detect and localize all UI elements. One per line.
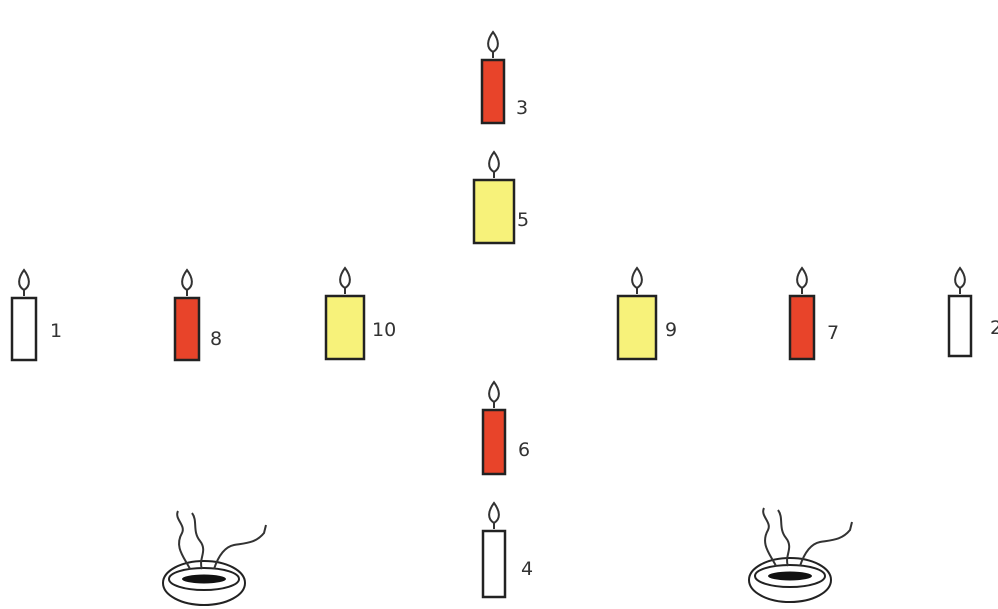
candle-label: 10 (372, 319, 396, 341)
candle-10: 10 (324, 266, 396, 361)
flame-icon (796, 266, 808, 290)
candle-2: 2 (947, 266, 998, 358)
candle-body (788, 294, 816, 361)
bowl-outline (748, 557, 832, 603)
smoke-wisp (762, 507, 777, 567)
candle-label: 7 (827, 322, 839, 344)
candle-label: 9 (665, 319, 677, 341)
incense-bowl-icon (748, 507, 853, 603)
candle-body (947, 294, 973, 358)
candle-label: 1 (50, 320, 62, 342)
flame-icon (488, 501, 500, 525)
flame-icon (18, 268, 30, 292)
smoke-wisp (213, 524, 267, 570)
candle-body (616, 294, 658, 361)
flame-icon (488, 380, 500, 404)
flame-icon (181, 268, 193, 292)
flame-icon (488, 150, 500, 174)
smoke-wisp (777, 509, 791, 567)
candle-label: 4 (521, 558, 533, 580)
candle-body (481, 408, 507, 476)
candle-body (472, 178, 516, 245)
incense-bowl-icon (162, 510, 267, 606)
candles-group: 1 2 3 4 5 6 7 8 9 10 (10, 30, 998, 599)
candle-9: 9 (616, 266, 677, 361)
flame-icon (487, 30, 499, 54)
candle-label: 2 (990, 317, 998, 339)
candle-label: 6 (518, 439, 530, 461)
candle-7: 7 (788, 266, 839, 361)
candle-1: 1 (10, 268, 62, 362)
candle-body (173, 296, 201, 362)
candle-4: 4 (481, 501, 533, 599)
incense-ash (182, 574, 226, 584)
candle-6: 6 (481, 380, 530, 476)
smoke-wisp (799, 521, 853, 567)
candle-body (481, 529, 507, 599)
incense-ash (768, 571, 812, 581)
candle-label: 8 (210, 328, 222, 350)
flame-icon (631, 266, 643, 290)
flame-icon (954, 266, 966, 290)
candle-body (10, 296, 38, 362)
candle-label: 3 (516, 97, 528, 119)
candle-body (480, 58, 506, 125)
bowl-rim (754, 564, 826, 588)
candle-body (324, 294, 366, 361)
candle-3: 3 (480, 30, 528, 125)
flame-icon (339, 266, 351, 290)
bowl-rim (168, 567, 240, 591)
smoke-wisp (191, 512, 205, 570)
candle-8: 8 (173, 268, 222, 362)
smoke-wisp (176, 510, 191, 570)
candle-5: 5 (472, 150, 529, 245)
candle-label: 5 (517, 209, 529, 231)
bowl-outline (162, 560, 246, 606)
censers-group (162, 507, 853, 606)
